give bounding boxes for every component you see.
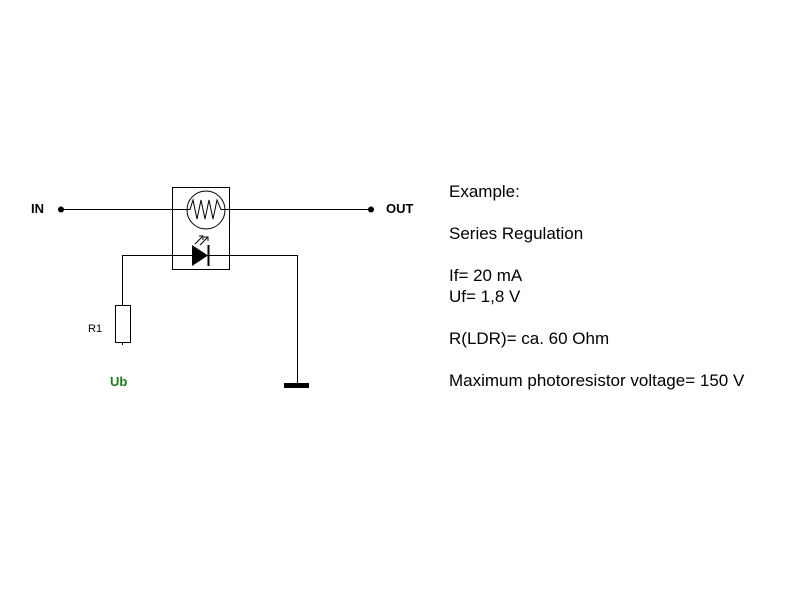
resistor-r1 [115, 305, 131, 343]
notes-max-voltage: Maximum photoresistor voltage= 150 V [449, 371, 745, 390]
supply-label: Ub [110, 374, 127, 389]
notes-if-value: If= 20 mA [449, 266, 523, 285]
notes-mode: Series Regulation [449, 224, 584, 243]
led-anode-wire [122, 255, 192, 345]
output-label: OUT [386, 201, 414, 216]
notes-uf-value: Uf= 1,8 V [449, 287, 521, 306]
optocoupler-housing [172, 187, 230, 270]
light-arrows-icon [194, 235, 209, 246]
notes-ldr-resistance: R(LDR)= ca. 60 Ohm [449, 329, 610, 348]
notes-heading: Example: [449, 182, 520, 201]
led-triangle [192, 245, 208, 266]
ldr-symbol [186, 190, 226, 230]
ground-symbol [284, 383, 309, 388]
input-label: IN [31, 201, 44, 216]
resistor-label: R1 [88, 323, 102, 335]
led-cathode-wire [209, 255, 298, 384]
input-terminal [58, 206, 64, 213]
output-terminal [368, 206, 374, 213]
ldr-zigzag [180, 198, 232, 220]
notes-panel: Example: Series Regulation If= 20 mA Uf=… [449, 181, 744, 391]
